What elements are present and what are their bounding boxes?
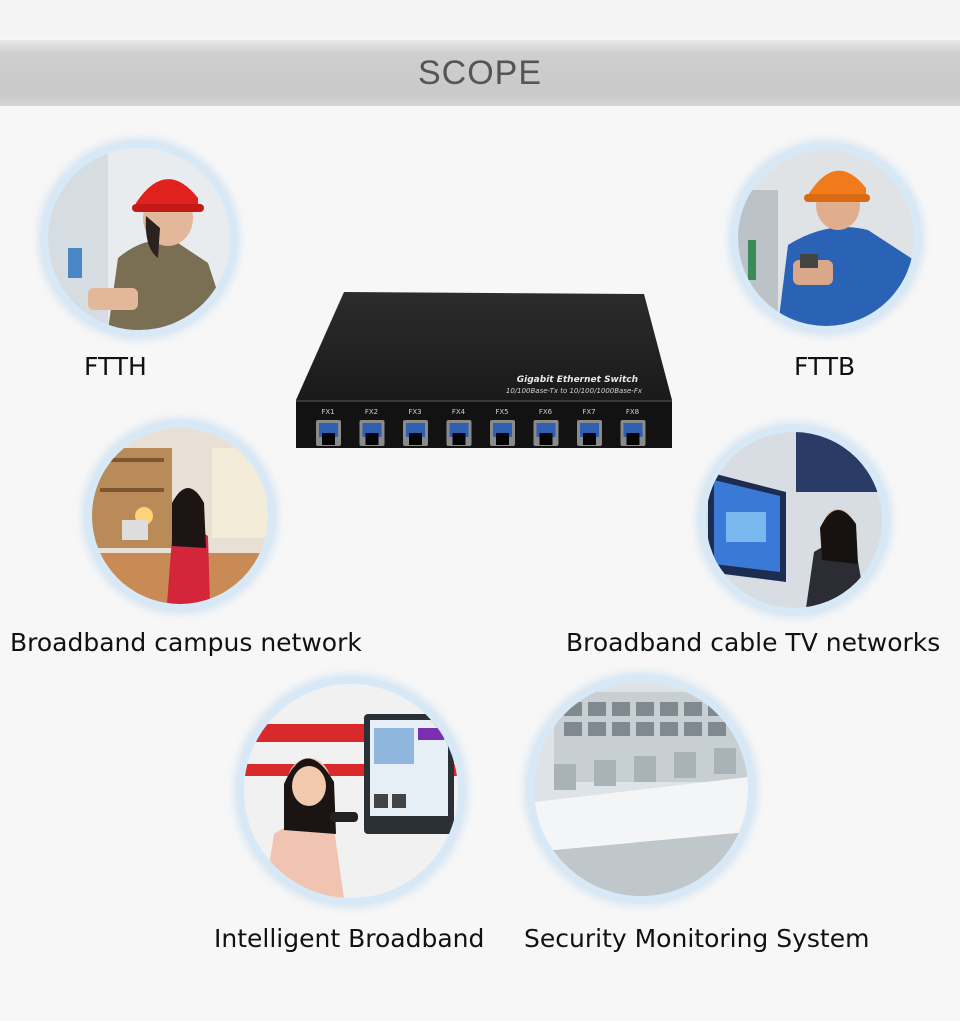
- caption-intelligent-broadband: Intelligent Broadband: [214, 924, 485, 953]
- ethernet-switch-device: Gigabit Ethernet Switch 10/100Base-Tx to…: [296, 292, 672, 452]
- caption-security-monitoring: Security Monitoring System: [524, 924, 870, 953]
- fiber-port-socket: [539, 433, 553, 445]
- fiber-port-socket: [365, 433, 379, 445]
- caption-ftth: FTTH: [84, 352, 147, 381]
- port-label: FX8: [626, 408, 639, 416]
- caption-cable-tv: Broadband cable TV networks: [566, 628, 941, 657]
- intelligent-broadband-photo: [244, 684, 458, 898]
- fiber-port-socket: [496, 433, 509, 445]
- fiber-port-socket: [583, 433, 596, 445]
- scope-banner: SCOPE: [0, 40, 960, 106]
- fiber-port-socket: [626, 433, 640, 445]
- port-label: FX4: [452, 408, 466, 416]
- top-strip: [0, 0, 960, 36]
- page-title: SCOPE: [417, 53, 543, 92]
- campus-network-photo: [92, 428, 268, 604]
- fiber-port-socket: [322, 433, 335, 445]
- port-label: FX3: [408, 408, 421, 416]
- ftth-photo: [48, 148, 230, 330]
- device-label-plate: Gigabit Ethernet Switch 10/100Base-Tx to…: [506, 375, 643, 395]
- fttb-photo: [738, 150, 914, 326]
- port-label: FX6: [539, 408, 553, 416]
- device-brand-label: Gigabit Ethernet Switch: [517, 375, 638, 385]
- port-label: FX1: [321, 408, 334, 416]
- security-monitoring-photo: [534, 682, 748, 896]
- fiber-port-socket: [409, 433, 422, 445]
- cable-tv-photo: [706, 432, 882, 608]
- port-label: FX7: [582, 408, 595, 416]
- fiber-port-socket: [452, 433, 466, 445]
- caption-campus: Broadband campus network: [10, 628, 362, 657]
- caption-fttb: FTTB: [794, 352, 856, 381]
- port-label: FX2: [365, 408, 378, 416]
- device-spec-label: 10/100Base-Tx to 10/100/1000Base-Fx: [506, 387, 643, 395]
- port-label: FX5: [495, 408, 508, 416]
